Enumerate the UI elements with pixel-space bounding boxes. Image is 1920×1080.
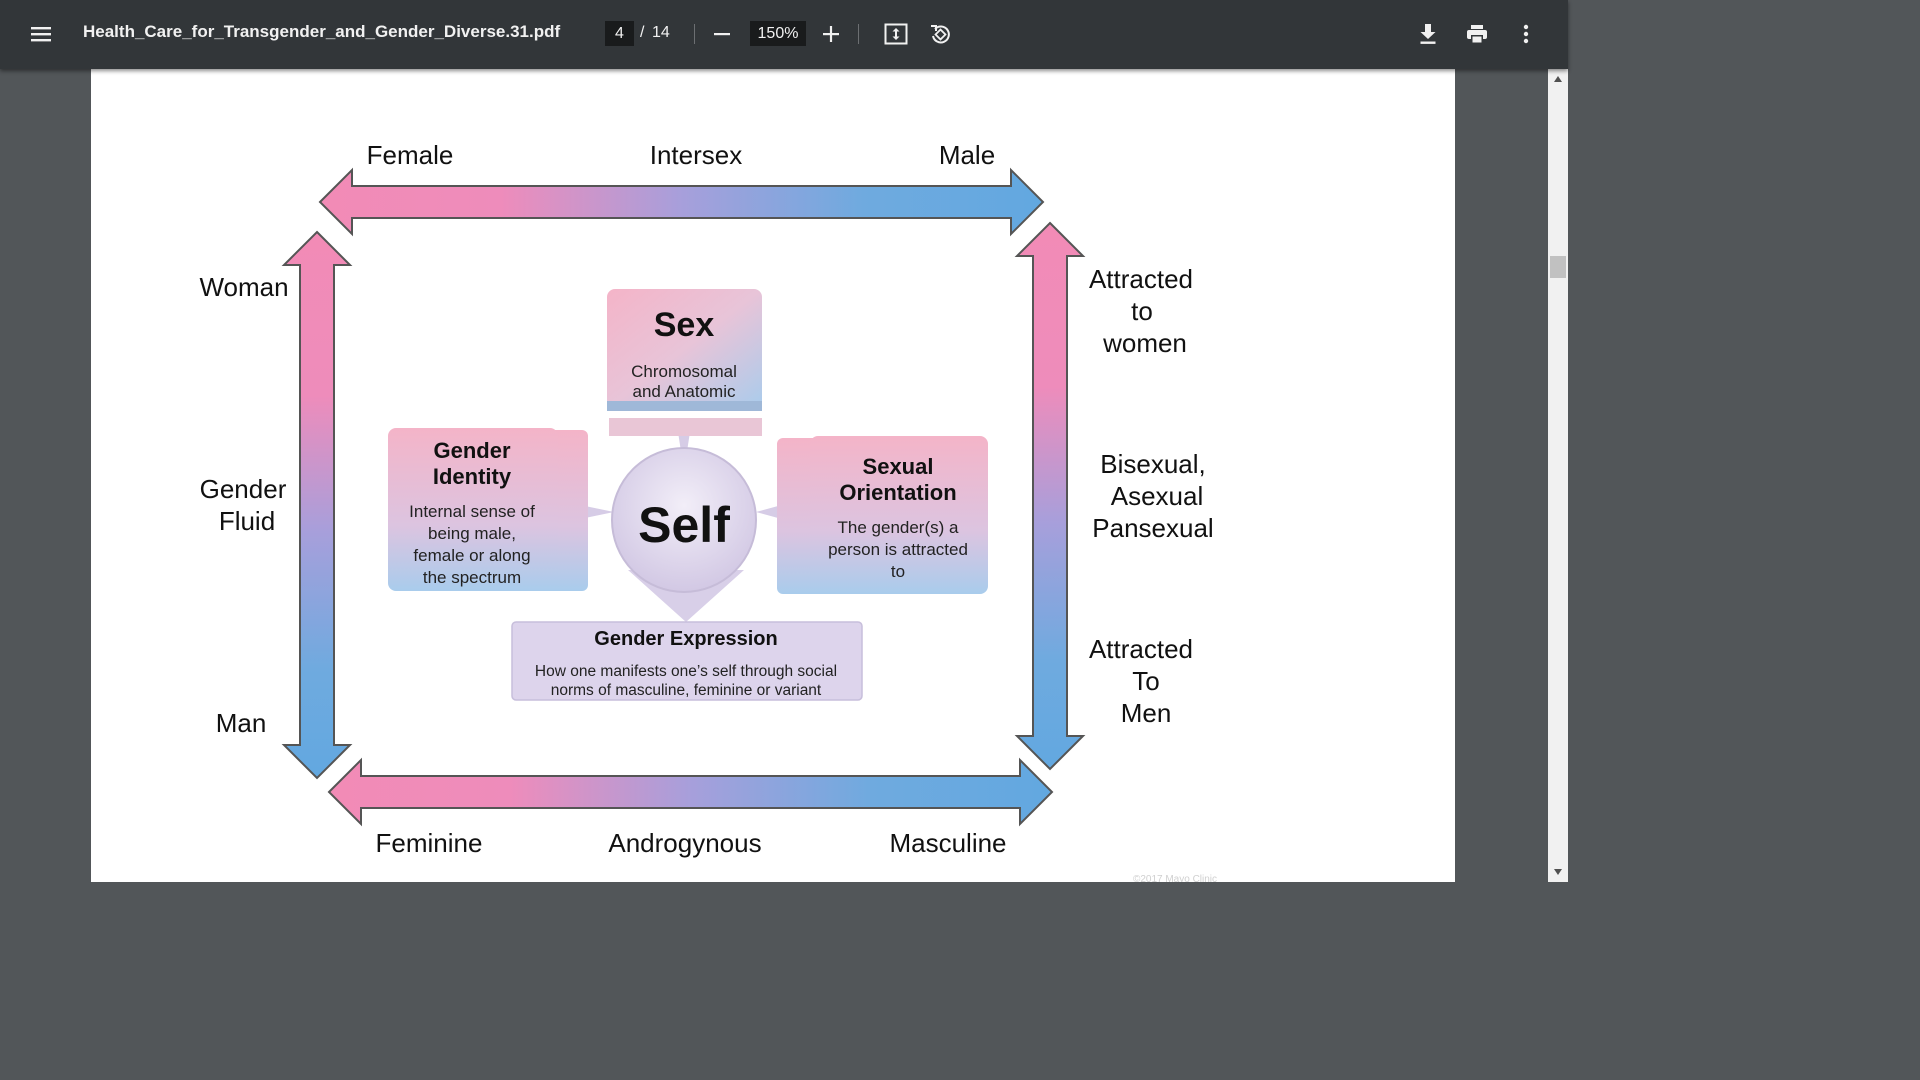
zoom-level-input[interactable]	[750, 21, 806, 46]
label-attracted-men-line2: To	[1132, 666, 1159, 696]
bottom-spectrum-arrow	[327, 757, 1054, 827]
menu-button[interactable]	[21, 14, 61, 54]
orientation-desc-line1: The gender(s) a	[838, 518, 959, 537]
left-spectrum-arrow	[281, 230, 353, 780]
label-man: Man	[216, 708, 267, 738]
page-total: 14	[652, 24, 670, 41]
expression-desc-line2: norms of masculine, feminine or variant	[551, 682, 822, 699]
identity-title-line1: Gender	[433, 438, 510, 463]
scrollbar-thumb[interactable]	[1550, 256, 1566, 278]
label-male: Male	[939, 140, 995, 170]
identity-desc-line3: female or along	[413, 546, 530, 565]
orientation-desc-line2: person is attracted	[828, 540, 968, 559]
sexual-orientation-box: Sexual Orientation The gender(s) a perso…	[777, 436, 988, 594]
scroll-up-button[interactable]	[1548, 69, 1568, 89]
top-spectrum-arrow	[318, 167, 1045, 237]
fit-to-page-button[interactable]	[876, 14, 916, 54]
toolbar-divider	[694, 24, 695, 44]
toolbar-divider	[858, 24, 859, 44]
label-androgynous: Androgynous	[608, 828, 761, 858]
print-button[interactable]	[1457, 14, 1497, 54]
rotate-button[interactable]	[920, 14, 960, 54]
rotate-counterclockwise-icon	[931, 25, 950, 44]
plus-icon	[823, 26, 839, 42]
sex-title: Sex	[654, 306, 715, 344]
label-pansexual: Pansexual	[1092, 513, 1213, 543]
pdf-toolbar: Health_Care_for_Transgender_and_Gender_D…	[0, 0, 1568, 69]
identity-desc-line1: Internal sense of	[409, 502, 535, 521]
download-icon	[1420, 24, 1436, 44]
label-feminine: Feminine	[376, 828, 483, 858]
expression-title: Gender Expression	[594, 628, 777, 650]
gender-expression-box: Gender Expression How one manifests one’…	[511, 621, 863, 701]
vertical-scrollbar[interactable]	[1548, 69, 1568, 882]
sex-desc-line1: Chromosomal	[631, 362, 737, 381]
more-options-button[interactable]	[1506, 14, 1546, 54]
identity-desc-line4: the spectrum	[423, 568, 521, 587]
right-spectrum-arrow	[1014, 221, 1086, 771]
triangle-up-icon	[1554, 76, 1562, 82]
orientation-title-line1: Sexual	[863, 454, 934, 479]
label-female: Female	[367, 140, 454, 170]
label-attracted-women-line3: women	[1102, 328, 1187, 358]
download-button[interactable]	[1408, 14, 1448, 54]
hamburger-menu-icon	[31, 27, 51, 42]
zoom-out-button[interactable]	[702, 14, 742, 54]
document-title: Health_Care_for_Transgender_and_Gender_D…	[83, 22, 561, 41]
label-attracted-men-line1: Attracted	[1089, 634, 1193, 664]
self-circle: Self	[611, 447, 757, 593]
copyright-text: ©2017 Mayo Clinic	[1133, 874, 1217, 882]
page-separator: /	[640, 24, 645, 41]
identity-title-line2: Identity	[433, 464, 512, 489]
scroll-down-button[interactable]	[1548, 862, 1568, 882]
page-number-input[interactable]	[605, 21, 634, 46]
label-attracted-women-line2: to	[1131, 296, 1153, 326]
fit-to-page-icon	[884, 23, 908, 45]
label-asexual: Asexual	[1111, 481, 1204, 511]
gender-spectrum-diagram: Female Intersex Male Woman Gender Fluid …	[199, 140, 1217, 882]
label-bisexual: Bisexual,	[1100, 449, 1206, 479]
orientation-desc-line3: to	[891, 562, 905, 581]
expression-desc-line1: How one manifests one’s self through soc…	[535, 663, 837, 680]
self-label: Self	[638, 497, 730, 553]
label-gender-fluid-line1: Gender	[200, 474, 287, 504]
gender-identity-box: Gender Identity Internal sense of being …	[388, 428, 588, 591]
more-vertical-icon	[1523, 24, 1529, 44]
print-icon	[1467, 25, 1487, 43]
zoom-in-button[interactable]	[811, 14, 851, 54]
identity-desc-line2: being male,	[428, 524, 516, 543]
sex-desc-line2: and Anatomic	[632, 382, 736, 401]
minus-icon	[714, 33, 730, 36]
label-woman: Woman	[199, 272, 288, 302]
label-intersex: Intersex	[650, 140, 743, 170]
orientation-title-line2: Orientation	[839, 480, 956, 505]
label-attracted-women-line1: Attracted	[1089, 264, 1193, 294]
label-masculine: Masculine	[889, 828, 1006, 858]
triangle-down-icon	[1554, 869, 1562, 875]
label-attracted-men-line3: Men	[1121, 698, 1172, 728]
label-gender-fluid-line2: Fluid	[219, 506, 275, 536]
sex-box: Sex Chromosomal and Anatomic	[607, 289, 762, 436]
